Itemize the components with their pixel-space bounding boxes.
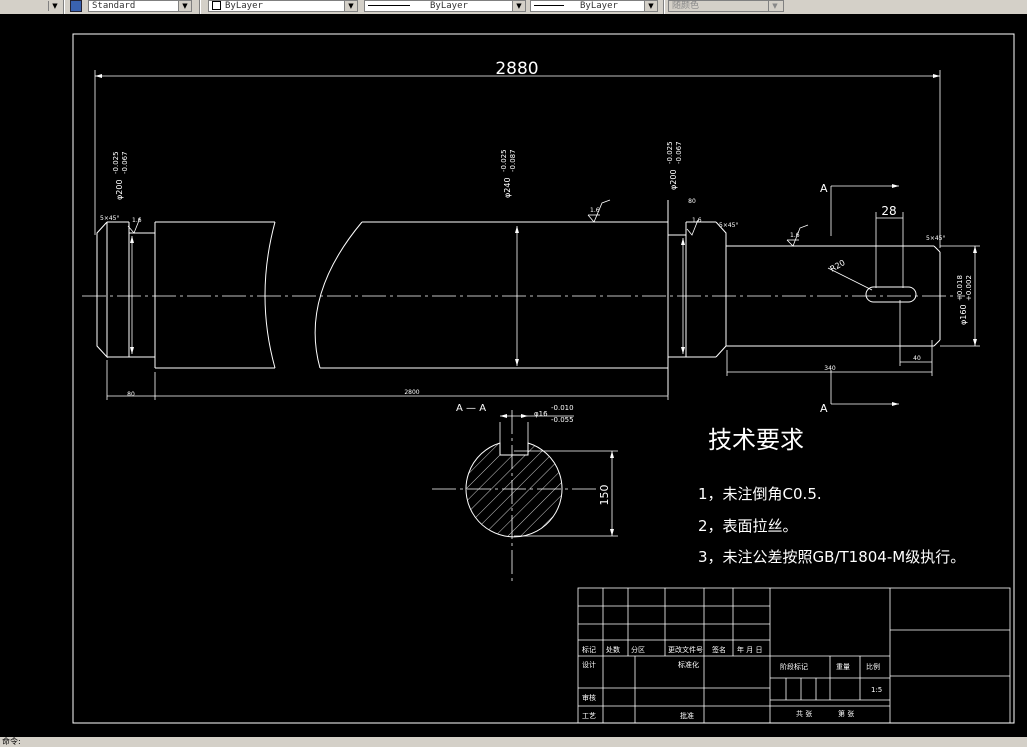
text-style-icon[interactable]: [70, 0, 82, 12]
section-title: A — A: [456, 403, 486, 414]
end-diameter-label: φ160: [959, 304, 968, 325]
svg-text:年 月 日: 年 月 日: [737, 645, 762, 654]
command-prompt: 命令:: [2, 737, 21, 746]
color-select[interactable]: ByLayer: [208, 0, 358, 12]
chevron-down-icon[interactable]: ▼: [512, 1, 525, 11]
roughness-label: 1.6: [132, 217, 142, 224]
toolbar-separator: [199, 0, 201, 14]
command-line[interactable]: 命令:: [0, 737, 1027, 747]
linetype-sample-icon: [368, 5, 410, 6]
svg-text:签名: 签名: [712, 645, 726, 654]
toolbar-separator: [63, 0, 65, 14]
right-diameter-label: φ200: [669, 169, 678, 190]
linetype-value: ByLayer: [430, 1, 468, 11]
dimension-text: 2880 80 2800 80 340 40 28 R20 5×45° 5×45…: [100, 59, 973, 415]
color-value: ByLayer: [225, 1, 263, 11]
svg-text:工艺: 工艺: [582, 712, 596, 720]
linetype-select[interactable]: ByLayer: [364, 0, 526, 12]
text-style-select[interactable]: Standard: [88, 0, 192, 12]
section-marker-top: A: [820, 182, 828, 195]
chevron-down-icon[interactable]: ▼: [178, 1, 191, 11]
left-diameter-label: φ200: [115, 179, 124, 200]
notes-item-1: 1，未注倒角C0.5.: [698, 485, 822, 503]
section-tol-upper: -0.010: [551, 404, 574, 412]
left-tol-upper: -0.025: [112, 151, 120, 174]
section-phi: φ16: [534, 410, 548, 418]
right-tol-lower: -0.067: [675, 141, 683, 164]
svg-text:标记: 标记: [582, 645, 596, 654]
right-tol-upper: -0.025: [666, 141, 674, 164]
bottom-left-dim: 80: [127, 391, 135, 398]
lineweight-value: ByLayer: [580, 1, 618, 11]
svg-text:比例: 比例: [866, 662, 880, 671]
properties-toolbar: ▼ Standard ▼ ByLayer ▼ ByLayer ▼ ByLayer…: [0, 0, 1027, 15]
lineweight-select[interactable]: ByLayer: [530, 0, 658, 12]
section-marker-bottom: A: [820, 402, 828, 415]
chevron-down-icon[interactable]: ▼: [768, 1, 781, 11]
bottom-span-dim: 2800: [404, 389, 419, 396]
svg-text:共 张: 共 张: [796, 709, 812, 718]
mid-diameter-label: φ240: [503, 177, 512, 198]
mid-tol-lower: -0.087: [509, 149, 517, 172]
toolbar-separator: [663, 0, 665, 14]
section-height-dim: 150: [598, 485, 611, 506]
step-dim: 80: [688, 198, 696, 205]
shaft-outline: [96, 200, 941, 395]
roughness-label: 1.6: [790, 232, 800, 239]
svg-text:标准化: 标准化: [678, 660, 699, 669]
svg-text:分区: 分区: [631, 645, 645, 654]
plot-style-select[interactable]: 随颜色: [668, 0, 784, 12]
svg-text:处数: 处数: [606, 645, 620, 654]
chamfer-mid-label: 5×45°: [719, 222, 738, 229]
dimension-arrows: [95, 74, 977, 406]
section-view: [432, 410, 618, 582]
chevron-down-icon[interactable]: ▼: [344, 1, 357, 11]
chamfer-left-label: 5×45°: [100, 215, 119, 222]
dimension-lines: [94, 70, 980, 405]
notes-item-2: 2，表面拉丝。: [698, 517, 798, 535]
svg-text:第 张: 第 张: [838, 709, 854, 718]
end-tol-upper: +0.018: [956, 275, 964, 301]
title-block: [577, 587, 1011, 724]
svg-text:1:5: 1:5: [871, 686, 882, 694]
title-block-text: 标记 处数 分区 更改文件号 签名 年 月 日 设计 标准化 审核 工艺 批准 …: [582, 645, 882, 720]
chevron-down-icon[interactable]: ▼: [644, 1, 657, 11]
keyway-width-dim: 28: [881, 204, 896, 218]
dropdown-arrow-icon[interactable]: ▼: [48, 1, 61, 11]
svg-text:批准: 批准: [680, 711, 694, 720]
overall-length-label: 2880: [495, 59, 538, 79]
text-style-value: Standard: [92, 1, 136, 11]
left-tol-lower: -0.067: [121, 151, 129, 174]
svg-text:设计: 设计: [582, 660, 596, 669]
svg-text:更改文件号: 更改文件号: [668, 645, 703, 654]
plot-style-value: 随颜色: [672, 1, 700, 11]
notes-item-3: 3，未注公差按照GB/T1804-M级执行。: [698, 548, 965, 566]
svg-text:阶段标记: 阶段标记: [780, 662, 808, 671]
drawing-canvas[interactable]: 2880 80 2800 80 340 40 28 R20 5×45° 5×45…: [0, 14, 1027, 737]
color-swatch-icon: [212, 1, 221, 10]
chamfer-right-label: 5×45°: [926, 235, 945, 242]
lineweight-sample-icon: [534, 5, 564, 6]
svg-text:审核: 审核: [582, 693, 596, 702]
technical-notes: 技术要求 1，未注倒角C0.5. 2，表面拉丝。 3，未注公差按照GB/T180…: [698, 426, 965, 566]
roughness-symbols: [127, 199, 809, 247]
section-tol-lower: -0.055: [551, 416, 574, 424]
end-tol-lower: +0.002: [965, 275, 973, 301]
roughness-label: 1.6: [590, 207, 600, 214]
keyway-end-dim: 40: [913, 355, 921, 362]
notes-title: 技术要求: [708, 426, 804, 454]
section-text: A — A φ16 -0.010 -0.055 150: [456, 403, 611, 506]
drawing-frame: [72, 33, 1015, 724]
svg-text:重量: 重量: [836, 663, 850, 671]
mid-tol-upper: -0.025: [500, 149, 508, 172]
keyway-span-dim: 340: [824, 365, 836, 372]
roughness-label: 1.6: [692, 217, 702, 224]
